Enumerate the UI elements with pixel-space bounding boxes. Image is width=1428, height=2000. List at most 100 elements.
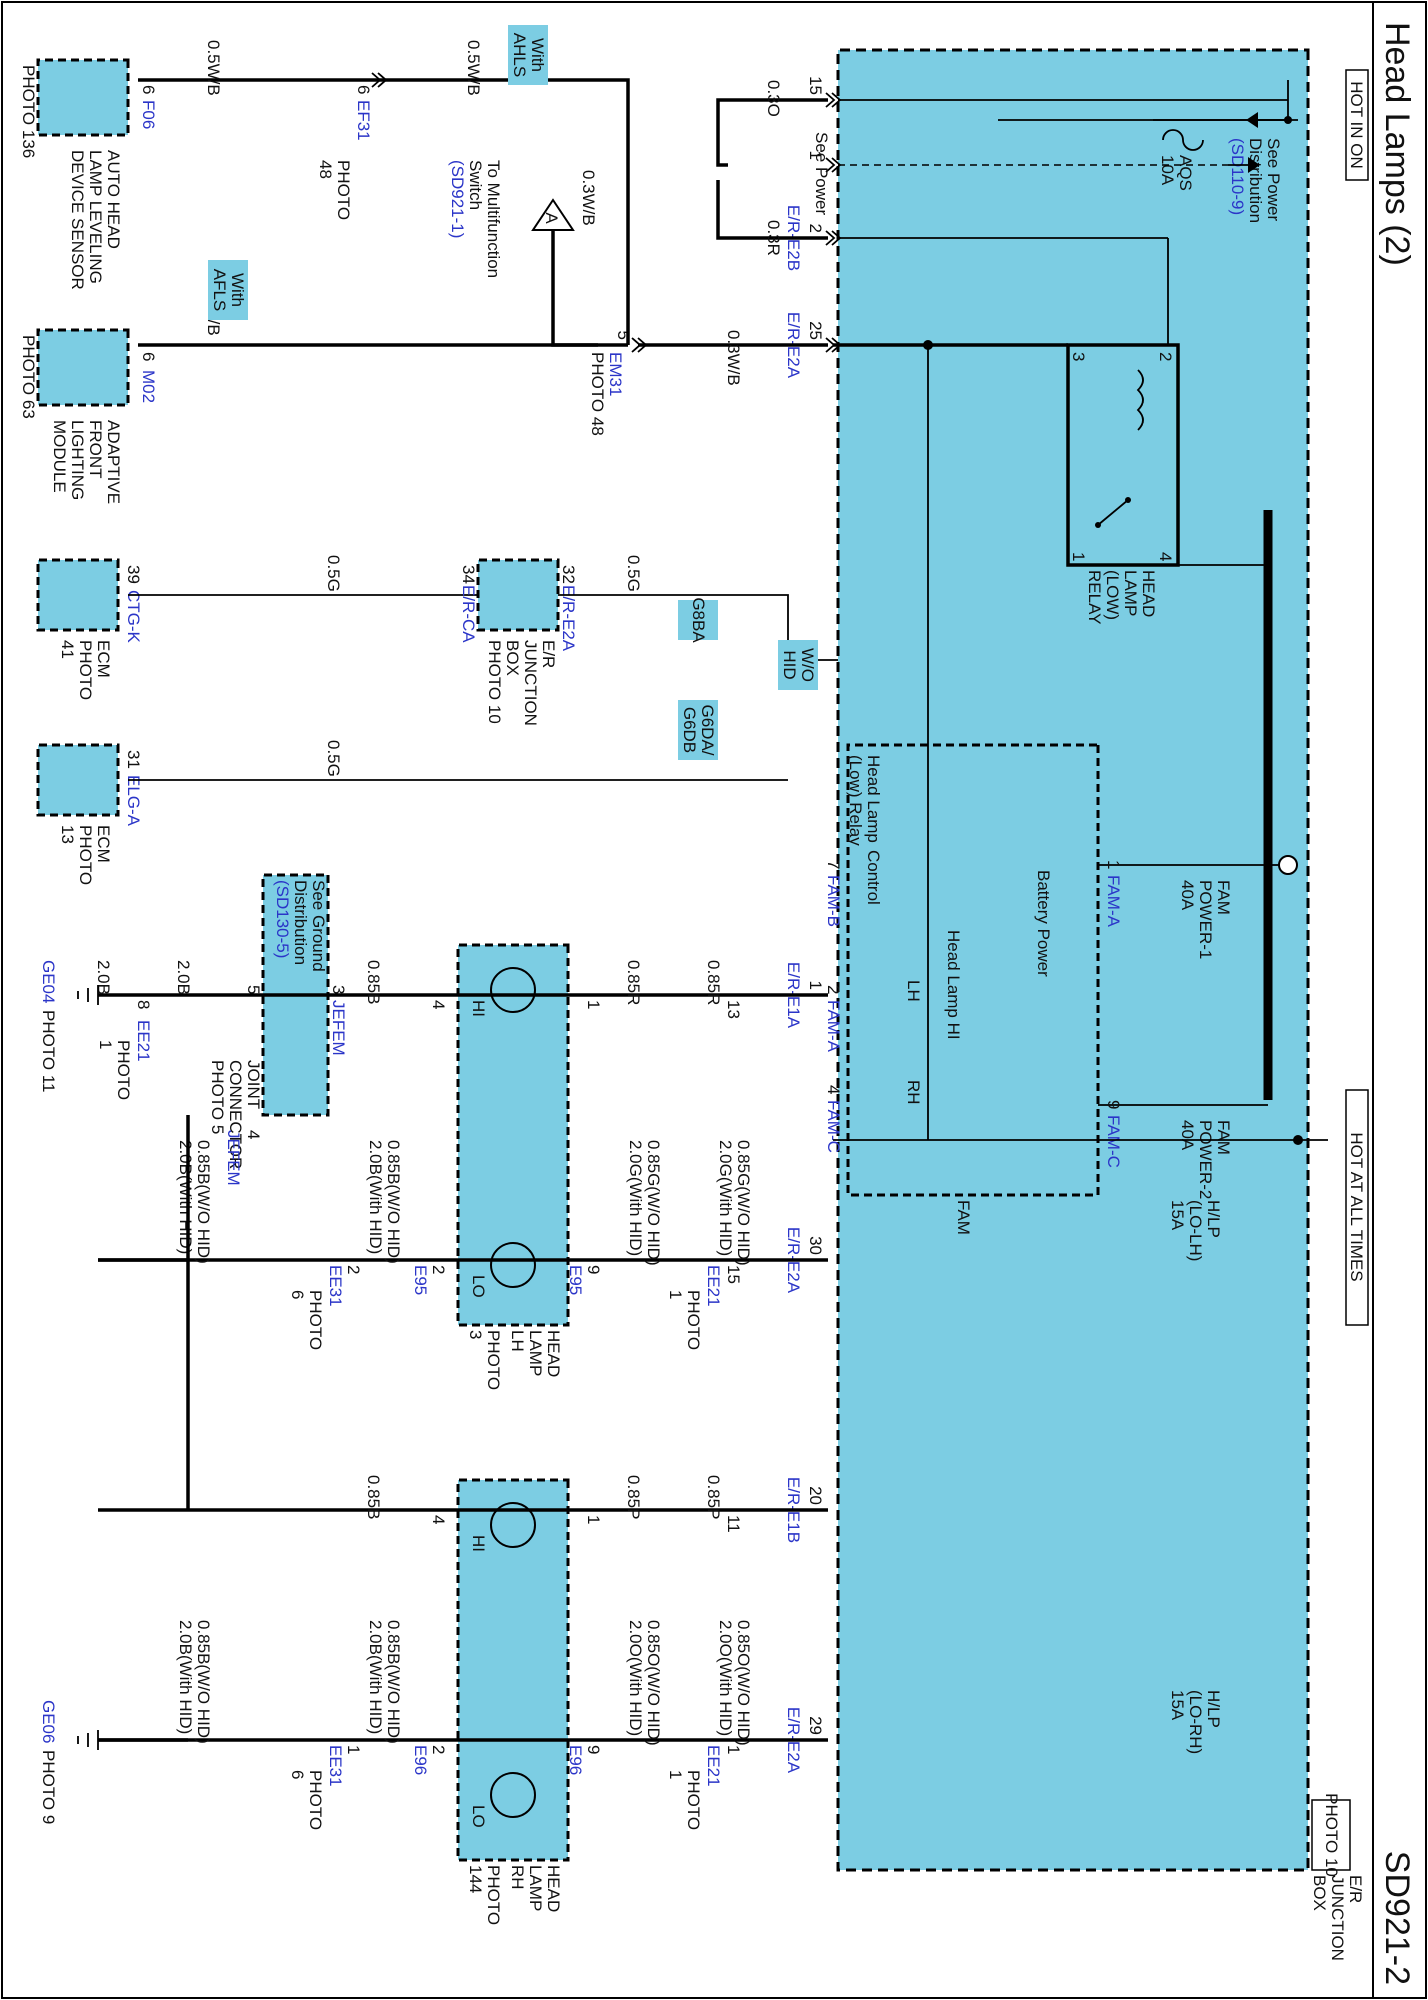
fam-pin-4: 4 xyxy=(824,1085,843,1094)
rh-pin4: 4 xyxy=(429,1515,448,1524)
head-lamp-lh xyxy=(456,943,570,1327)
er-junction-box xyxy=(836,48,1310,1872)
fam2-name: POWER-2 xyxy=(1196,1120,1215,1199)
jefem-pin3: 3 xyxy=(329,985,348,994)
afls-conn: M02 xyxy=(139,370,158,403)
fam-pin-2-conn: FAM-A xyxy=(824,1000,843,1053)
em31-conn: EM31 xyxy=(606,352,625,396)
rh-ee21: EE21 xyxy=(704,1745,723,1787)
wire-0-5wb-ef: 0.5W/B xyxy=(464,40,483,96)
lh-ee31-photo-2: 6 xyxy=(288,1290,307,1299)
wire-lo-lh-low-2: 2.0B(With HID) xyxy=(366,1140,385,1254)
lh-pin2: 2 xyxy=(429,1265,448,1274)
fam-rh: RH xyxy=(904,1080,923,1105)
lh-pin1: 1 xyxy=(584,1000,603,1009)
er-jb-conn: E/R-E2A xyxy=(559,585,578,652)
wire-2-0b-1: 2.0B xyxy=(174,960,193,995)
relay-label-4: RELAY xyxy=(1085,570,1104,625)
aqs-rating: 10A xyxy=(1158,155,1177,186)
lolh-fuse: H/LP xyxy=(1204,1200,1223,1238)
fam-pin-7-conn: FAM-B xyxy=(824,875,843,927)
lh-ee31-photo-1: PHOTO xyxy=(306,1290,325,1350)
wire-0-5g-2: 0.5G xyxy=(624,555,643,592)
afls-photo: PHOTO 63 xyxy=(19,335,38,419)
power-ref-code: (SD110-9) xyxy=(1228,138,1247,215)
rh-hi-label: HI xyxy=(469,1535,488,1552)
wire-jefem-low-1: 0.85B(W/O HID) xyxy=(194,1140,213,1264)
aqs-fuse-symbol xyxy=(1162,129,1204,151)
hot-in-on-box xyxy=(1345,69,1369,181)
aqs-label: AQS xyxy=(1176,155,1195,191)
relay-label-2: LAMP xyxy=(1121,570,1140,616)
lh-name-2: LAMP xyxy=(526,1330,545,1376)
rh-name-2: LAMP xyxy=(526,1865,545,1911)
wire-ge06-2: 2.0B(With HID) xyxy=(176,1620,195,1734)
ge06-conn: GE06 xyxy=(39,1700,58,1743)
jb-name-line2: JUNCTION xyxy=(1328,1875,1347,1961)
fam-pin-2: 2 xyxy=(824,985,843,994)
pin-1-e1a: 1 xyxy=(806,981,825,990)
wire-0-5wb-left: 0.5W/B xyxy=(204,40,223,96)
lh-photo-2: 3 xyxy=(466,1330,485,1339)
fam1-rating: 40A xyxy=(1178,880,1197,911)
fam1-label: FAM xyxy=(1214,880,1233,915)
pin-1-top: 1 xyxy=(806,151,825,160)
jefem-conn-top: JEFEM xyxy=(329,1000,348,1056)
jefem-pin4: 4 xyxy=(244,1130,263,1139)
fam-pin-7: 7 xyxy=(824,860,843,869)
fam-module xyxy=(846,743,1100,1197)
rh-ee31-photo-1: PHOTO xyxy=(306,1770,325,1830)
fam-pin-4-conn: FAM-C xyxy=(824,1100,843,1153)
head-lamp-low-relay xyxy=(1066,343,1180,567)
ge04-photo: PHOTO 11 xyxy=(39,1010,58,1093)
g6da-1: G6DA/ xyxy=(698,704,717,755)
relay-pin-1: 1 xyxy=(1069,552,1088,561)
rh-ee31: EE31 xyxy=(326,1745,345,1787)
ecm2-pin: 31 xyxy=(124,750,143,769)
em31-photo: PHOTO 48 xyxy=(588,352,607,436)
rh-pin2: 2 xyxy=(429,1745,448,1754)
jb-name-line3: BOX xyxy=(1310,1875,1329,1911)
auto-level-name-3: DEVICE SENSOR xyxy=(68,150,87,290)
relay-coil xyxy=(1136,369,1144,431)
ground-ref-code: (SD130-5) xyxy=(273,880,292,958)
rh-lo-bulb xyxy=(490,1772,536,1818)
lolh-fuse-name: (LO-LH) xyxy=(1186,1200,1205,1261)
wire-0-5g-3: 0.5G xyxy=(324,740,343,777)
rh-photo-2: 144 xyxy=(466,1865,485,1893)
ef31-conn: EF31 xyxy=(354,100,373,141)
ground-ref-2: Distribution xyxy=(291,880,310,965)
power-ref-line2: Distribution xyxy=(1246,138,1265,223)
g8ba-tag xyxy=(678,600,718,640)
pin-25: 25 xyxy=(806,321,825,340)
relay-pin-3: 3 xyxy=(1069,352,1088,361)
afls-name-2: FRONT xyxy=(86,420,105,479)
multi-text-2: Switch xyxy=(466,160,485,210)
rh-name-1: HEAD xyxy=(544,1865,563,1912)
rh-photo-1: PHOTO xyxy=(484,1865,503,1925)
head-lamp-rh xyxy=(456,1478,570,1862)
pin-2-top: 2 xyxy=(806,224,825,233)
lorh-fuse-name: (LO-RH) xyxy=(1186,1690,1205,1754)
wire-lo-rh-mid-2: 2.0O(With HID) xyxy=(626,1620,645,1736)
jb-photo-box xyxy=(1311,1799,1351,1871)
ge06-photo: PHOTO 9 xyxy=(39,1750,58,1824)
with-ahls-1: With xyxy=(528,38,547,72)
with-afls-1: With xyxy=(228,273,247,307)
rh-e96-b: E96 xyxy=(411,1745,430,1775)
er-jb-photo: PHOTO 10 xyxy=(485,640,504,724)
fam-relay-control-2: (Low) Relay xyxy=(846,755,865,846)
wire-lo-lh-top-1: 0.85G(W/O HID) xyxy=(734,1140,753,1266)
lh-name-1: HEAD xyxy=(544,1330,563,1377)
g8ba: G8BA xyxy=(689,597,708,643)
fam2-rating: 40A xyxy=(1178,1120,1197,1151)
relay-pin-2: 2 xyxy=(1156,352,1175,361)
jefem-name-1: JOINT xyxy=(244,1060,263,1109)
fam-battery-power: Battery Power xyxy=(1034,870,1053,977)
fam-relay-control-3: Control xyxy=(864,850,883,905)
lh-pin15: 15 xyxy=(724,1265,743,1284)
jefem-photo: PHOTO 5 xyxy=(208,1060,227,1134)
g6da-2: G6DB xyxy=(680,707,699,753)
em31-pin: 5 xyxy=(614,331,633,340)
